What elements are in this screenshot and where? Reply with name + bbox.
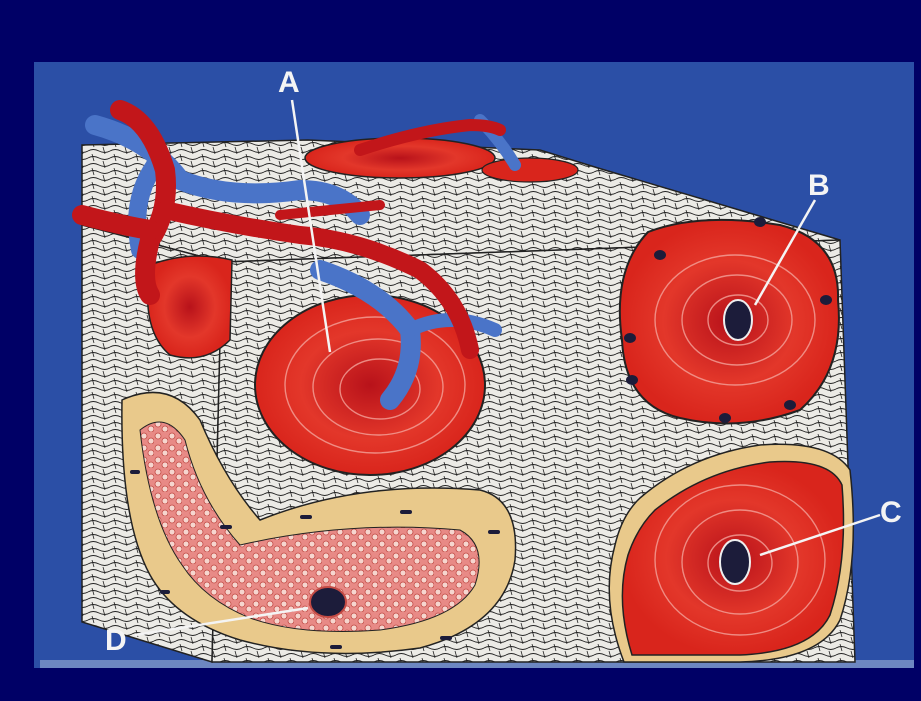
osteon-c-canal	[720, 540, 750, 584]
label-a: A	[278, 66, 300, 99]
marrow-vessel	[310, 587, 346, 617]
osteon-b-canal	[724, 300, 752, 340]
label-d: D	[105, 624, 127, 657]
label-b: B	[808, 169, 830, 202]
top-osteon-small	[482, 158, 578, 182]
side-osteon	[148, 256, 233, 358]
label-c: C	[880, 496, 902, 529]
